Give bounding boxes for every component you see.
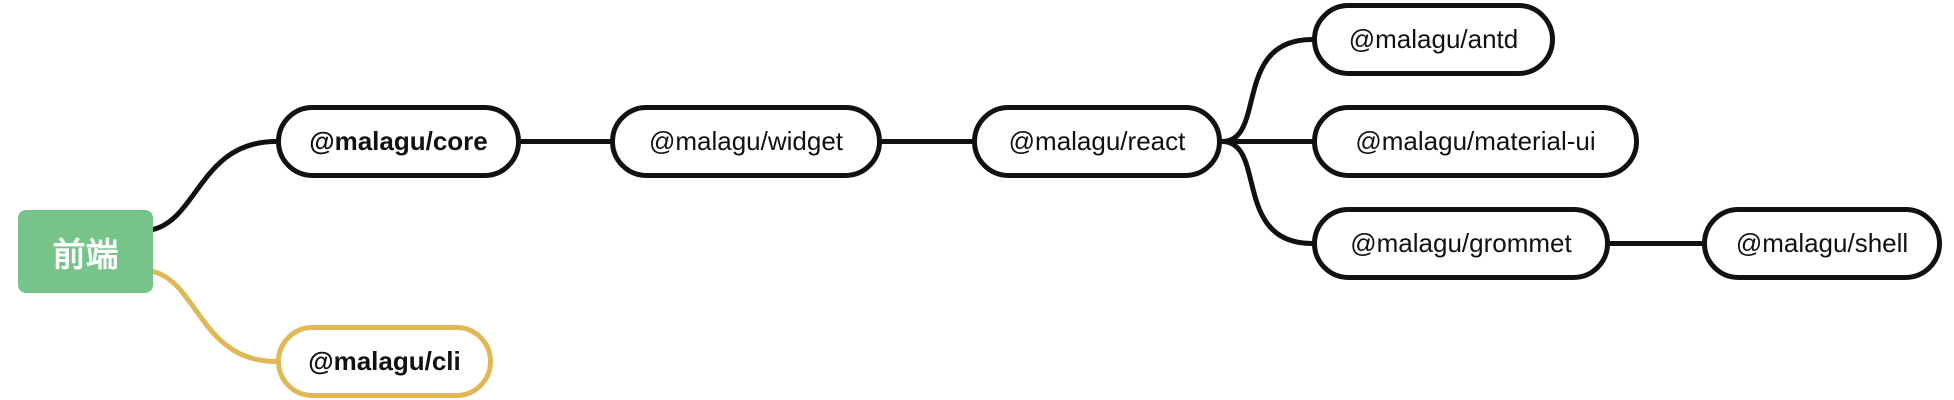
node-malagu-antd[interactable]: @malagu/antd	[1312, 3, 1555, 76]
node-malagu-grommet[interactable]: @malagu/grommet	[1312, 207, 1610, 280]
root-node[interactable]: 前端	[18, 210, 153, 293]
connector-root-to-cli	[150, 269, 279, 364]
node-malagu-material-ui[interactable]: @malagu/material-ui	[1312, 105, 1639, 178]
node-malagu-widget[interactable]: @malagu/widget	[610, 105, 882, 178]
connector-root-to-core	[150, 139, 279, 232]
connector-react-to-grommet	[1219, 139, 1315, 246]
connector-react-to-antd	[1219, 37, 1315, 144]
node-malagu-shell[interactable]: @malagu/shell	[1702, 207, 1942, 280]
node-malagu-core[interactable]: @malagu/core	[276, 105, 521, 178]
node-malagu-cli[interactable]: @malagu/cli	[276, 325, 493, 398]
node-malagu-react[interactable]: @malagu/react	[972, 105, 1222, 178]
